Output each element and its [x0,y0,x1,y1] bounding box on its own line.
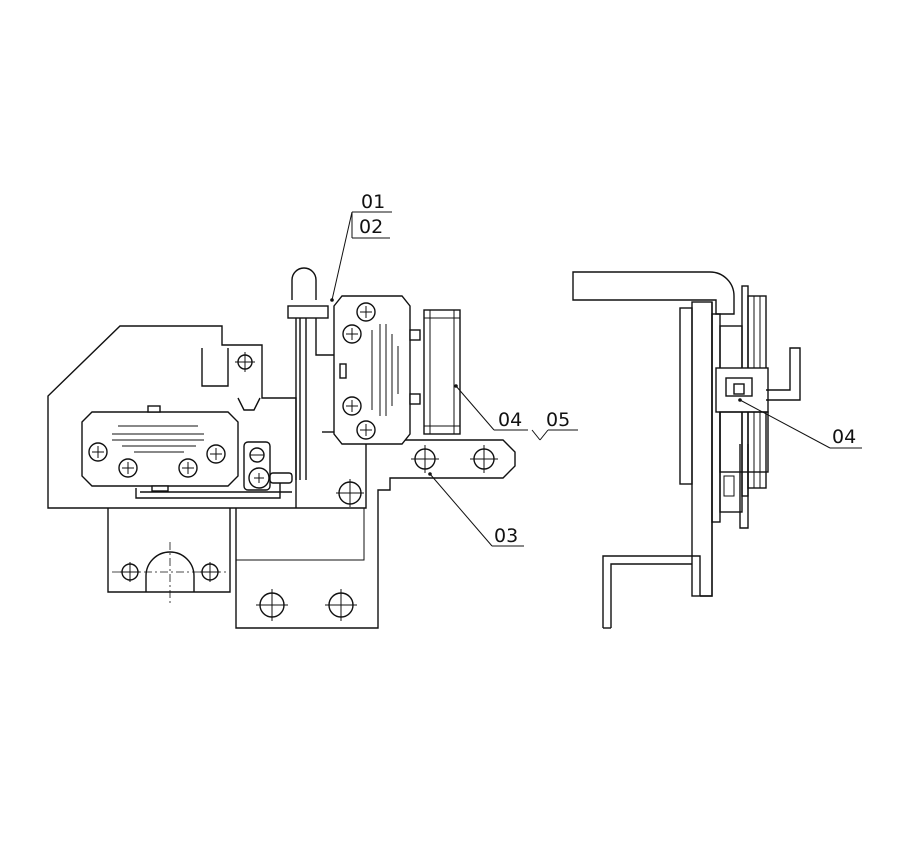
hole [256,589,288,621]
callout-02: 02 [359,216,383,238]
hole [411,445,439,473]
plate [679,307,693,485]
bent-rod [766,347,801,401]
callouts: 01 02 04 05 03 04 [330,191,862,547]
callout-03: 03 [494,525,518,547]
screw-icon [356,302,376,322]
microswitch-horizontal [81,405,239,492]
bracket-left [107,508,231,593]
marking-lines [112,425,204,453]
cam-block [423,309,461,435]
screw-icon [88,442,108,462]
plate [691,301,713,597]
hole [336,479,364,507]
screw-icon [342,324,362,344]
hole [120,562,140,582]
front-view [47,267,516,629]
callout-05: 05 [546,409,570,431]
screw-icon [206,444,226,464]
ground-clamp [243,441,293,491]
screw-icon [118,458,138,478]
hole [200,562,220,582]
callout-04-front: 04 [498,409,522,431]
callout-04-side: 04 [832,426,856,448]
screw-icon [342,396,362,416]
hole [470,445,498,473]
tab [201,348,229,387]
top-arm [572,271,735,315]
plunger [287,267,338,480]
microswitch-vertical [333,295,421,445]
bottom-bracket [602,555,701,628]
marking-lines [371,324,399,416]
screw-icon [356,420,376,440]
screw-icon [178,458,198,478]
hole [235,352,255,372]
side-view [572,271,801,629]
callout-01: 01 [361,191,385,213]
slot [145,551,195,592]
hole [325,589,357,621]
